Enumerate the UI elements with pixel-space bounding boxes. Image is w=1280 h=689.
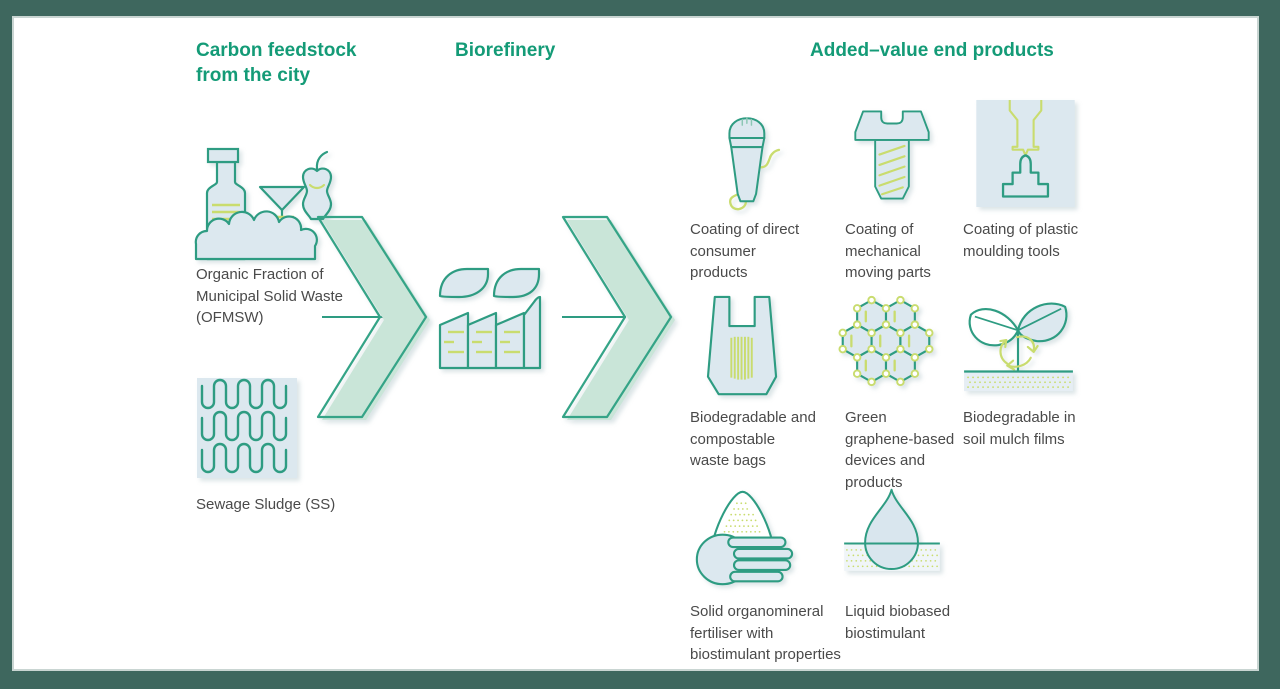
factory-icon [437,262,542,372]
droplet-icon [844,487,940,580]
product-label: Coating of plastic moulding tools [963,221,1079,260]
product-label: Biodegradable and compostable waste bags [690,409,816,469]
flow-line-2 [562,316,626,318]
flow-line-1 [322,316,384,318]
waste-bag-icon [704,294,782,401]
product-label: Coating of mechanical moving parts [845,221,931,281]
product-label: Biodegradable in soil mulch films [963,409,1076,448]
microphone-icon [712,104,790,216]
product-label: Green graphene-based devices and product… [845,409,955,491]
graphene-icon [836,295,936,387]
product-label: Coating of direct consumer products [690,221,800,281]
sewage-sludge-icon [197,378,297,478]
seedling-icon [962,295,1075,396]
header-end-products: Added–value end products [810,40,1054,61]
screw-icon [851,105,933,205]
product-label: Solid organomineral fertiliser with bios… [690,603,841,663]
moulding-tool-icon [976,100,1075,207]
flow-arrow-1-chevron-icon [316,214,434,424]
sewage-sludge-label: Sewage Sludge (SS) [196,496,336,513]
header-carbon-feedstock: Carbon feedstock from the city [196,40,357,86]
flow-arrow-2-chevron-icon [561,214,679,424]
product-label: Liquid biobased biostimulant [845,603,951,642]
organic-waste-icon [188,147,333,262]
fertiliser-hand-icon [694,488,794,588]
header-biorefinery: Biorefinery [455,40,556,61]
organic-waste-label: Organic Fraction of Municipal Solid Wast… [196,266,344,326]
